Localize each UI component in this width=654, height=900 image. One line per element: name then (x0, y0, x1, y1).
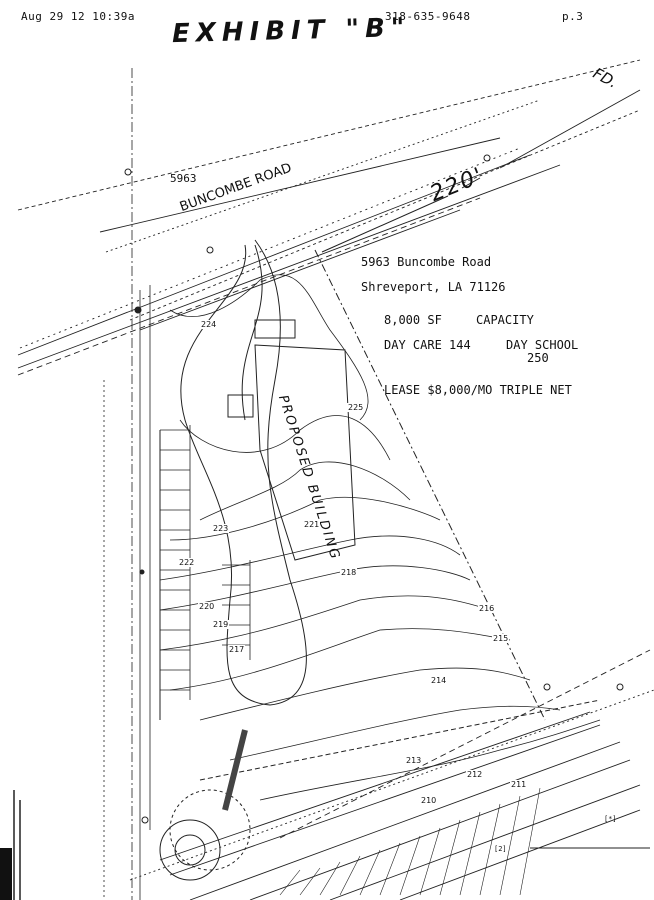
day-school-capacity: 250 (527, 351, 549, 365)
lease-terms: LEASE $8,000/MO TRIPLE NET (384, 383, 572, 397)
contour-label: 217 (228, 645, 246, 654)
contour-label: 210 (420, 796, 438, 805)
survey-markers (124, 154, 624, 824)
property-boundary (159, 249, 601, 781)
fax-phone: 318-635-9648 (385, 10, 471, 23)
cul-de-sac (159, 729, 251, 881)
address-line-2: Shreveport, LA 71126 (361, 280, 506, 294)
contour-label: 220 (198, 602, 216, 611)
contour-label: 219 (212, 620, 230, 629)
frontage-dimension (321, 177, 481, 253)
road-number-label: 5963 (170, 172, 197, 185)
contour-label: 218 (340, 568, 358, 577)
footnote-marker: [2] (494, 845, 507, 853)
contour-label: 212 (466, 770, 484, 779)
contour-label: 215 (492, 634, 510, 643)
contour-label: 221 (303, 520, 321, 529)
day-school-label: DAY SCHOOL (506, 338, 579, 352)
contour-label: 214 (430, 676, 448, 685)
capacity-label: CAPACITY (476, 313, 534, 327)
day-care-capacity: DAY CARE 144 (384, 338, 471, 352)
fax-page-number: p.3 (562, 10, 584, 23)
parking-stalls-west (160, 425, 191, 700)
left-margin-marks (13, 790, 21, 900)
contour-label: 225 (347, 403, 365, 412)
contour-label: 222 (178, 558, 196, 567)
footnote-marker: [*] (604, 815, 617, 823)
building-size: 8,000 SF (384, 313, 442, 327)
contour-label: 213 (405, 756, 423, 765)
driveway (180, 239, 307, 706)
contour-label: 224 (200, 320, 218, 329)
road-lines (17, 59, 641, 376)
proposed-building-footprint (227, 319, 356, 561)
contour-label: 211 (510, 780, 528, 789)
left-margin-bar (0, 848, 12, 900)
fax-header: Aug 29 12 10:39a 318-635-9648 p.3 (0, 10, 654, 26)
south-road-lines (129, 649, 654, 900)
fax-datetime: Aug 29 12 10:39a (21, 10, 135, 23)
contour-label: 223 (212, 524, 230, 533)
west-boundary-lines (103, 68, 151, 900)
address-line-1: 5963 Buncombe Road (361, 255, 492, 269)
road-hatching (279, 787, 541, 896)
contour-label: 216 (478, 604, 496, 613)
